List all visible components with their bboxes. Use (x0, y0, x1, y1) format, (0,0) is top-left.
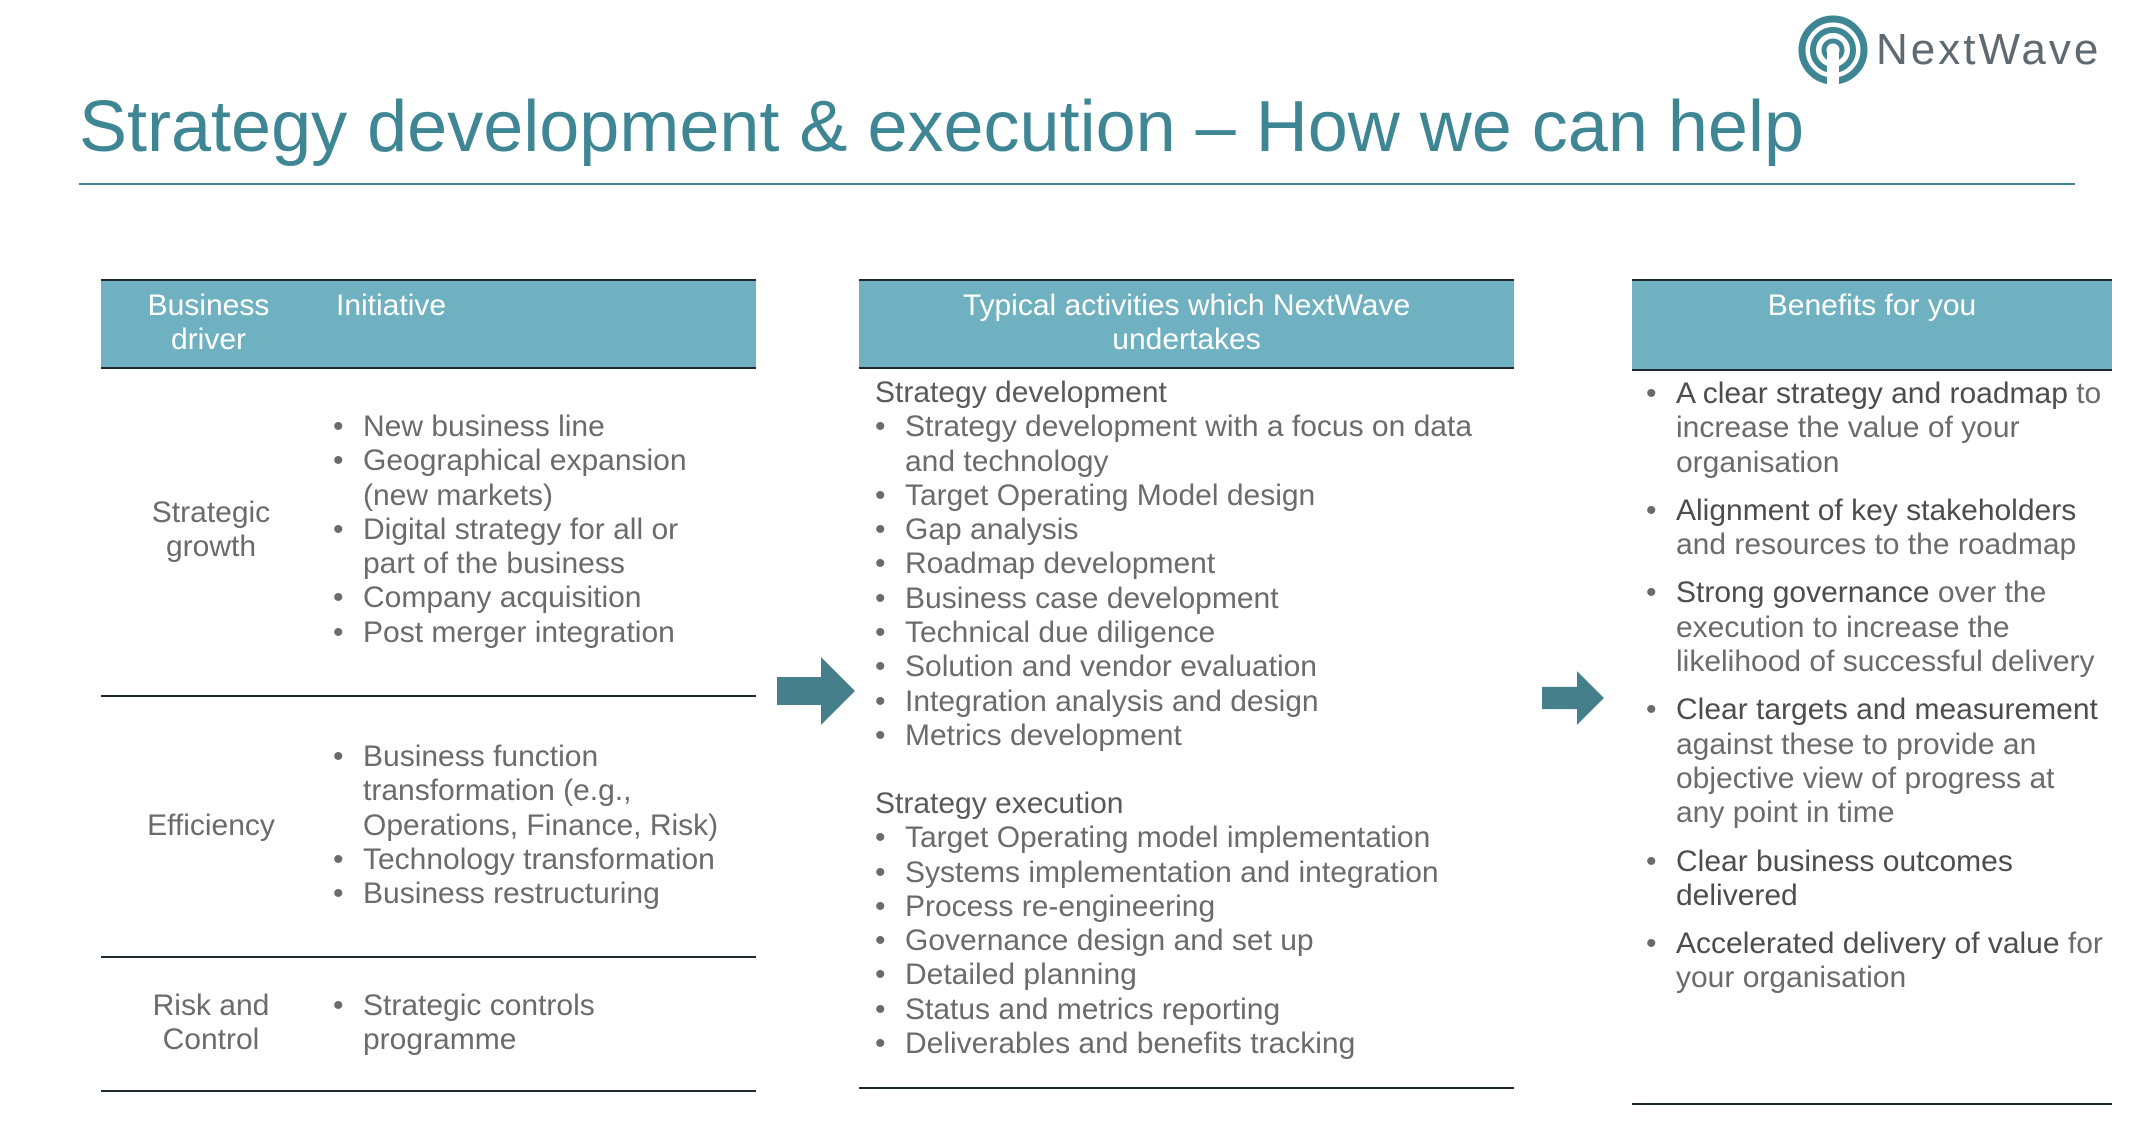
list-item: •Process re-engineering (875, 889, 1216, 923)
bullet-icon: • (1646, 927, 1657, 961)
list-item: •Technical due diligence (875, 616, 1216, 650)
bullet-icon: • (1646, 377, 1657, 410)
arrow-right-icon (777, 657, 855, 725)
list-item: •New business line (333, 410, 605, 443)
header-business-driver: Business driver (147, 289, 270, 356)
bullet-icon: • (1646, 493, 1657, 527)
header-typical-activities: Typical activities which NextWave undert… (962, 289, 1411, 356)
bullet-icon: • (875, 992, 886, 1026)
list-item: •Post merger integration (333, 615, 675, 649)
bullet-icon: • (875, 513, 886, 547)
initiative-list-strategic-growth: •New business line •Geographical expansi… (333, 410, 733, 650)
arrow-right-icon (1542, 670, 1604, 726)
strategy-development-list: •Strategy development with a focus on da… (875, 410, 1505, 753)
benefits-list: •A clear strategy and roadmap to increas… (1646, 377, 2110, 1010)
section-strategy-development: Strategy development •Strategy developme… (875, 376, 1505, 753)
list-item: •A clear strategy and roadmap to increas… (1646, 377, 2102, 479)
bullet-icon: • (875, 616, 886, 650)
driver-efficiency: Efficiency (147, 809, 275, 842)
list-item: •Digital strategy for all or part of the… (333, 512, 679, 581)
header-initiative: Initiative (336, 289, 447, 322)
header-benefits-for-you: Benefits for you (1767, 289, 1977, 322)
bullet-icon: • (333, 615, 344, 649)
list-item: •Governance design and set up (875, 924, 1314, 958)
list-item: •Target Operating model implementation (875, 821, 1431, 855)
business-driver-table-header: Business driver Initiative (101, 279, 756, 369)
list-item: •Strategic controls programme (333, 989, 595, 1057)
list-item: •Strategy development with a focus on da… (875, 410, 1473, 478)
driver-risk-and-control: Risk and Control (152, 989, 270, 1056)
bullet-icon: • (875, 581, 886, 615)
list-item: •Detailed planning (875, 958, 1137, 992)
row-divider (101, 956, 756, 958)
bullet-icon: • (875, 855, 886, 889)
list-item: •Target Operating Model design (875, 478, 1316, 512)
section-strategy-execution: Strategy execution •Target Operating mod… (875, 787, 1505, 1061)
list-item: •Deliverables and benefits tracking (875, 1027, 1356, 1061)
bullet-icon: • (875, 718, 886, 752)
bullet-icon: • (333, 410, 344, 443)
bullet-icon: • (875, 889, 886, 923)
title-divider (79, 183, 2075, 185)
list-item: •Business case development (875, 581, 1279, 615)
section-title-strategy-development: Strategy development (875, 376, 1167, 409)
bullet-icon: • (1646, 844, 1657, 878)
bullet-icon: • (875, 958, 886, 992)
list-item: •Clear targets and measurement against t… (1646, 693, 2098, 830)
list-item: •Systems implementation and integration (875, 855, 1439, 889)
list-item: •Business function transformation (e.g.,… (333, 740, 719, 842)
strategy-execution-list: •Target Operating model implementation •… (875, 821, 1505, 1061)
list-item: •Business restructuring (333, 877, 660, 911)
list-item: •Solution and vendor evaluation (875, 650, 1317, 684)
bullet-icon: • (333, 877, 344, 911)
activities-table-header: Typical activities which NextWave undert… (859, 279, 1514, 369)
bullet-icon: • (333, 512, 344, 546)
list-item: •Geographical expansion (new markets) (333, 444, 687, 512)
list-item: •Integration analysis and design (875, 684, 1319, 718)
bullet-icon: • (875, 924, 886, 958)
list-item: •Company acquisition (333, 581, 642, 615)
driver-strategic-growth: Strategic growth (151, 496, 271, 563)
list-item: •Gap analysis (875, 513, 1079, 547)
bullet-icon: • (333, 581, 344, 615)
bullet-icon: • (875, 478, 886, 512)
row-divider (101, 695, 756, 697)
bullet-icon: • (333, 989, 344, 1022)
benefits-table-header: Benefits for you (1632, 279, 2112, 371)
list-item: •Roadmap development (875, 547, 1216, 581)
business-driver-table: Business driver Initiative Strategic gro… (101, 279, 756, 1094)
initiative-list-risk-and-control: •Strategic controls programme (333, 989, 733, 1058)
list-item: •Strong governance over the execution to… (1646, 576, 2095, 679)
table-bottom-rule (859, 1087, 1514, 1089)
section-title-strategy-execution: Strategy execution (875, 787, 1124, 820)
bullet-icon: • (1646, 693, 1657, 727)
bullet-icon: • (875, 547, 886, 581)
list-item: •Accelerated delivery of value for your … (1646, 927, 2103, 995)
list-item: •Clear business outcomes delivered (1646, 844, 2013, 912)
bullet-icon: • (875, 821, 886, 855)
bullet-icon: • (333, 740, 344, 773)
benefits-table: Benefits for you •A clear strategy and r… (1632, 279, 2112, 1109)
bullet-icon: • (333, 842, 344, 876)
bullet-icon: • (875, 650, 886, 684)
activities-table: Typical activities which NextWave undert… (859, 279, 1514, 1094)
nextwave-logo: NextWave (1798, 14, 2101, 86)
initiative-list-efficiency: •Business function transformation (e.g.,… (333, 740, 753, 911)
list-item: •Metrics development (875, 718, 1182, 752)
bullet-icon: • (875, 410, 886, 444)
nextwave-logo-icon (1798, 15, 1868, 85)
bullet-icon: • (875, 684, 886, 718)
page-title: Strategy development & execution – How w… (79, 87, 1805, 167)
list-item: •Technology transformation (333, 842, 715, 876)
bullet-icon: • (1646, 576, 1657, 610)
table-bottom-rule (101, 1090, 756, 1092)
list-item: •Status and metrics reporting (875, 992, 1281, 1026)
bullet-icon: • (875, 1027, 886, 1061)
logo-text: NextWave (1876, 25, 2102, 74)
table-bottom-rule (1632, 1103, 2112, 1105)
bullet-icon: • (333, 444, 344, 478)
list-item: •Alignment of key stakeholders and resou… (1646, 493, 2077, 562)
